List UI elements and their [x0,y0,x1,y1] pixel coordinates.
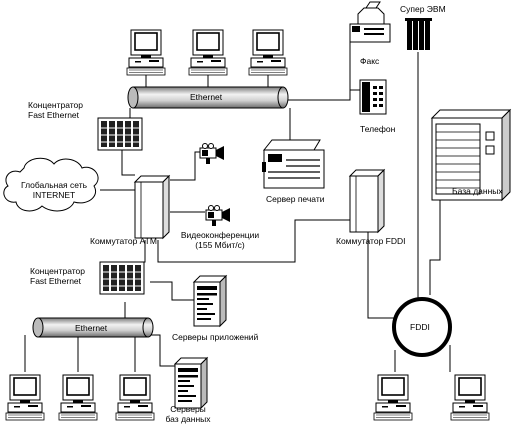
video-label-line1: Видеоконференции [180,230,260,240]
supercomputer-icon [405,18,432,50]
workstation-bottom-2 [58,374,98,421]
ethernet-top-label: Ethernet [190,92,223,102]
fax-label: Факс [360,56,380,66]
atm-switch [134,175,170,239]
workstation-bottom-5 [450,374,490,421]
hub-top-label-line2: Fast Ethernet [28,110,80,120]
hub-top [97,117,143,151]
workstation-bottom-4 [373,374,413,421]
workstation-top-2 [188,29,228,76]
fddi-ring [392,297,452,357]
db-servers-label-line2: баз данных [165,414,211,424]
fddi-switch-label: Коммутатор FDDI [336,236,406,246]
database-label: База данных [452,186,503,196]
ethernet-bus-bottom [32,317,154,338]
workstation-bottom-1 [5,374,45,421]
phone-label: Телефон [360,124,396,134]
db-servers-label-line1: Серверы [170,404,206,414]
workstation-bottom-3 [115,374,155,421]
app-servers-label: Серверы приложений [172,332,259,342]
hub-top-label-line1: Концентратор [28,100,83,110]
fax-machine-icon [349,1,391,43]
internet-cloud-icon [3,157,99,212]
fddi-label: FDDI [410,322,430,332]
hub-bottom-label-line1: Концентратор [30,266,85,276]
supercomputer-label: Супер ЭВМ [400,4,446,14]
database-server [174,357,208,409]
video-label-line2: (155 Мбит/с) [195,240,245,250]
workstation-top-1 [126,29,166,76]
ethernet-bus-top [127,86,289,109]
hub-bottom [99,261,145,295]
connection-lines [24,35,451,372]
workstation-top-3 [248,29,288,76]
global-net-label-line1: Глобальная сеть [20,180,88,190]
video-camera-icon [205,205,231,227]
database-storage-icon [430,108,512,202]
application-server [193,275,227,327]
global-net-label-line2: INTERNET [32,190,76,200]
print-server-label: Сервер печати [266,194,325,204]
hub-bottom-label-line2: Fast Ethernet [30,276,82,286]
printer-icon [262,139,325,189]
fddi-switch [349,169,385,233]
telephone-icon [359,79,387,115]
atm-switch-label: Коммутатор АТМ [90,236,157,246]
video-camera-icon [199,143,225,165]
ethernet-bottom-label: Ethernet [75,323,108,333]
